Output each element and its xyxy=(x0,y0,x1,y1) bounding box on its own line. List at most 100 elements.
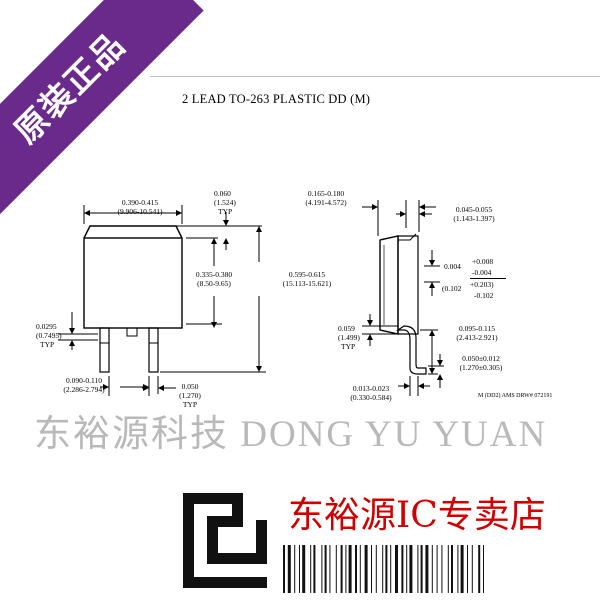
barcode-bar xyxy=(313,545,316,593)
barcode-bar xyxy=(371,545,372,593)
dim-text: 0.013-0.023 xyxy=(352,384,390,393)
barcode-bar xyxy=(348,545,352,593)
barcode-bar xyxy=(324,545,327,593)
barcode-bar xyxy=(294,545,296,593)
front-lead-left xyxy=(99,327,110,373)
dim-text: (1.270) xyxy=(179,391,201,400)
barcode-bar xyxy=(283,545,285,593)
barcode-bar xyxy=(299,545,300,593)
header-rule xyxy=(150,76,600,77)
barcode-bar xyxy=(436,545,438,593)
dim-body-width: 0.390-0.415 (9.906-10.541) xyxy=(100,198,180,216)
dim-text: (1.143-1.397) xyxy=(453,214,495,223)
side-lead xyxy=(396,325,427,375)
dim-text: (1.270±0.305) xyxy=(459,363,503,372)
dim-text: (9.906-10.541) xyxy=(117,207,163,216)
drawing-title: 2 LEAD TO-263 PLASTIC DD (M) xyxy=(182,92,371,106)
barcode-bar xyxy=(483,545,484,593)
barcode-bar xyxy=(451,545,453,593)
front-lead-right xyxy=(148,327,159,373)
barcode-bar xyxy=(310,545,312,593)
dim-text: 0.050±0.012 xyxy=(462,354,500,363)
side-tab xyxy=(397,235,419,335)
dim-text: (0.7495) xyxy=(36,331,62,340)
barcode-bar xyxy=(385,545,388,593)
dim-tab-thickness: 0.060 (1.524) TYP xyxy=(214,189,236,216)
barcode-bar xyxy=(417,545,419,593)
dim-text: 0.059 xyxy=(338,324,355,333)
dim-text: (2.413-2.921) xyxy=(456,333,498,342)
barcode-bar xyxy=(420,545,423,593)
dim-standoff: 0.059 (1.499) TYP xyxy=(338,324,360,351)
dim-lead-length: 0.013-0.023 (0.330-0.584) xyxy=(342,384,400,402)
dim-body-height: 0.335-0.380 (8.50-9.65) xyxy=(186,270,242,288)
barcode-graphic xyxy=(283,545,484,593)
barcode-bar xyxy=(375,545,377,593)
barcode-bar xyxy=(382,545,384,593)
barcode-bar xyxy=(447,545,449,593)
dim-text: 0.060 xyxy=(214,189,231,198)
coplanarity-rule xyxy=(470,278,506,279)
barcode-bar xyxy=(467,545,468,593)
dim-text: (15.113-15.621) xyxy=(282,279,332,288)
barcode-bar xyxy=(441,545,443,593)
watermark-text: 东裕源科技 DONG YU YUAN xyxy=(34,414,548,455)
dim-text: 0.045-0.055 xyxy=(455,205,493,214)
dim-lead-height: 0.095-0.115 (2.413-2.921) xyxy=(448,324,506,342)
dim-coplanarity-e: +0.203) xyxy=(470,280,494,289)
drawing-number: M (DD2) AMS DRW# 072191 xyxy=(478,393,553,399)
barcode-bar xyxy=(390,545,392,593)
dim-coplanarity-d: (0.102 xyxy=(442,284,462,293)
dim-coplanarity-c: -0.004 xyxy=(472,268,492,277)
dim-text: (1.524) xyxy=(214,198,236,207)
barcode-bar xyxy=(359,545,361,593)
dim-lead-offset: 0.0295 (0.7495) TYP xyxy=(36,322,62,349)
barcode-bar xyxy=(345,545,347,593)
dim-text: (8.50-9.65) xyxy=(197,279,231,288)
dim-body-depth: 0.165-0.180 (4.191-4.572) xyxy=(296,189,356,207)
dim-text: (2.286-2.794) xyxy=(63,385,105,394)
dim-lead-pitch: 0.090-0.110 (2.286-2.794) xyxy=(54,376,114,394)
barcode-bar xyxy=(329,545,331,593)
barcode-bar xyxy=(395,545,398,593)
dim-lead-width: 0.050 (1.270) TYP xyxy=(170,382,210,409)
front-tab-outline xyxy=(83,225,183,239)
front-notch xyxy=(126,327,138,337)
dim-coplanarity-f: -0.102 xyxy=(474,291,494,300)
shop-name: 东裕源IC专卖店 xyxy=(288,495,546,536)
barcode-bar xyxy=(401,545,404,593)
barcode xyxy=(283,545,583,593)
dim-text: 0.335-0.380 xyxy=(195,270,233,279)
dim-text: 0.050 xyxy=(181,382,199,391)
dim-text: TYP xyxy=(218,207,233,216)
dim-text: TYP xyxy=(341,342,356,351)
dim-tab-t: 0.045-0.055 (1.143-1.397) xyxy=(444,205,504,223)
dim-text: 0.390-0.415 xyxy=(121,198,159,207)
dim-coplanarity-b: +0.008 xyxy=(472,257,494,266)
dim-text: (1.499) xyxy=(338,333,360,342)
dim-text: 0.090-0.110 xyxy=(66,376,102,385)
barcode-bar xyxy=(431,545,433,593)
dim-overall-height: 0.595-0.615 (15.113-15.621) xyxy=(272,270,342,288)
barcode-bar xyxy=(406,545,408,593)
barcode-bar xyxy=(457,545,459,593)
dim-text: TYP xyxy=(182,400,198,409)
barcode-bar xyxy=(471,545,473,593)
dim-text: 0.095-0.115 xyxy=(459,324,495,333)
barcode-bar xyxy=(478,545,481,593)
barcode-bar xyxy=(355,545,357,593)
dim-text: (4.191-4.572) xyxy=(305,198,347,207)
dim-text: 0.165-0.180 xyxy=(307,189,345,198)
barcode-bar xyxy=(460,545,464,593)
barcode-bar xyxy=(335,545,337,593)
dim-text: (0.330-0.584) xyxy=(350,393,392,402)
barcode-bar xyxy=(364,545,368,593)
barcode-bar xyxy=(321,545,323,593)
barcode-bar xyxy=(340,545,343,593)
barcode-bar xyxy=(287,545,291,593)
barcode-bar xyxy=(302,545,306,593)
dim-coplanarity-a: 0.004 xyxy=(444,262,461,271)
